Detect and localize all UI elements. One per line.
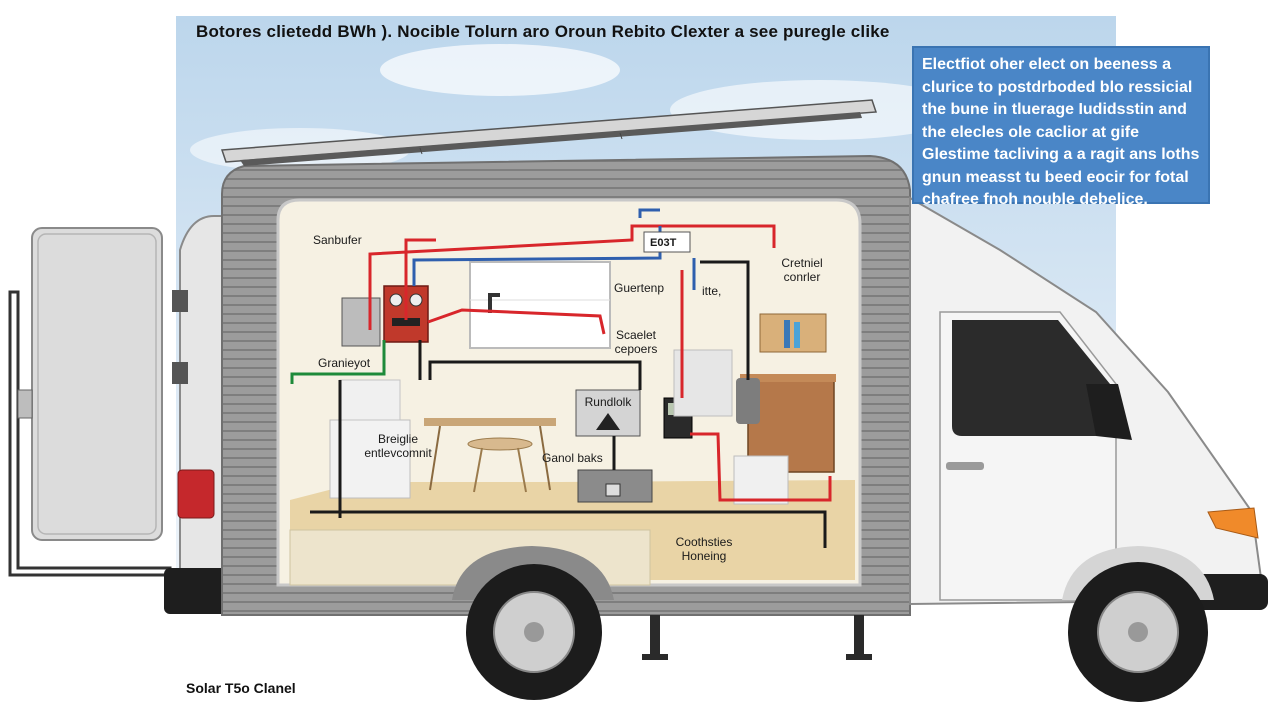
label-meter-code: E03T (650, 237, 677, 249)
red-wires (368, 224, 832, 502)
label-breiglie: Breiglie entlevcomnit (362, 432, 434, 460)
label-breiglie-title: Breiglie (377, 432, 419, 446)
label-coothsties: Coothsties Honeing (664, 535, 744, 563)
callout-line: Glestime tacliving a a ragit ans loths (922, 146, 1200, 163)
door-hinge (172, 362, 188, 384)
fridge (673, 349, 733, 417)
door-hinge (172, 290, 188, 312)
faucet (488, 293, 500, 313)
label-scaelet-sub: cepoers (614, 342, 658, 356)
battery-box (577, 469, 653, 503)
rear-wheel (452, 546, 614, 700)
rear-door (8, 227, 172, 577)
taillight (177, 469, 215, 519)
stabilizer-jack (854, 615, 864, 655)
green-wires (290, 340, 386, 384)
label-coothsties-title: Coothsties (675, 535, 733, 549)
book (794, 322, 800, 348)
label-ganol-baks: Ganol baks (542, 451, 603, 465)
stabilizer-jack (846, 654, 872, 660)
solar-panel-caption: Solar T5o Clanel (186, 680, 296, 696)
callout-line: the elecles ole caclior at gife (922, 123, 1139, 141)
callout-line: the bune in tluerage Iudidsstin and (922, 101, 1187, 118)
shelving-unit (329, 419, 411, 499)
info-callout: Electfiot oher elect on beeness a cluric… (912, 46, 1210, 208)
solar-panel (220, 99, 878, 166)
callout-line: gnun measst tu beed eocir for fotal (922, 168, 1189, 186)
front-wheel (1062, 546, 1214, 702)
meter-box (643, 231, 691, 253)
stabilizer-jack (642, 654, 668, 660)
warning-icon (596, 413, 620, 430)
counter-base (733, 455, 789, 505)
wall-shelf (759, 313, 827, 353)
label-scaelet: Scaelet cepoers (604, 328, 668, 356)
book (784, 320, 790, 348)
label-itte: itte, (702, 284, 722, 298)
label-breiglie-sub: entlevcomnit (364, 446, 432, 460)
label-guertenp: Guertenp (614, 281, 665, 295)
dining-table (424, 418, 556, 493)
battery-label (605, 483, 621, 497)
label-sanbufer: Sanbufer (313, 233, 362, 247)
diagram-heading: Botores clietedd BWh ). Nocible Tolurn a… (196, 22, 890, 41)
cloud (380, 44, 620, 96)
label-rundlolk: Rundlolk (584, 395, 632, 409)
breaker-switch (392, 318, 420, 326)
stabilizer-jack (650, 615, 660, 655)
label-cretniel-title: Cretniel (781, 256, 823, 270)
window (469, 261, 611, 349)
label-granieyot: Granieyot (318, 356, 371, 370)
callout-line: Electfiot oher elect on beeness a (922, 56, 1171, 73)
shelving-unit (339, 379, 401, 421)
breaker-dial (389, 293, 403, 307)
callout-line: chafree fnoh nouble debelice. (922, 191, 1148, 208)
black-wires (310, 260, 827, 548)
boiler (736, 378, 760, 424)
side-mirror (1086, 384, 1132, 440)
headlight-indicator (1207, 507, 1259, 539)
callout-line: clurice to postdrboded blo ressicial (922, 78, 1193, 96)
label-cretniel-sub: conrler (783, 270, 821, 284)
cab-window (952, 320, 1110, 436)
storage-cabinet-top (740, 374, 836, 382)
label-coothsties-sub: Honeing (681, 549, 727, 563)
water-heater (341, 297, 381, 347)
breaker-dial (409, 293, 423, 307)
label-cretniel: Cretniel conrler (772, 256, 832, 284)
label-scaelet-title: Scaelet (615, 328, 657, 342)
door-handle (946, 462, 984, 470)
